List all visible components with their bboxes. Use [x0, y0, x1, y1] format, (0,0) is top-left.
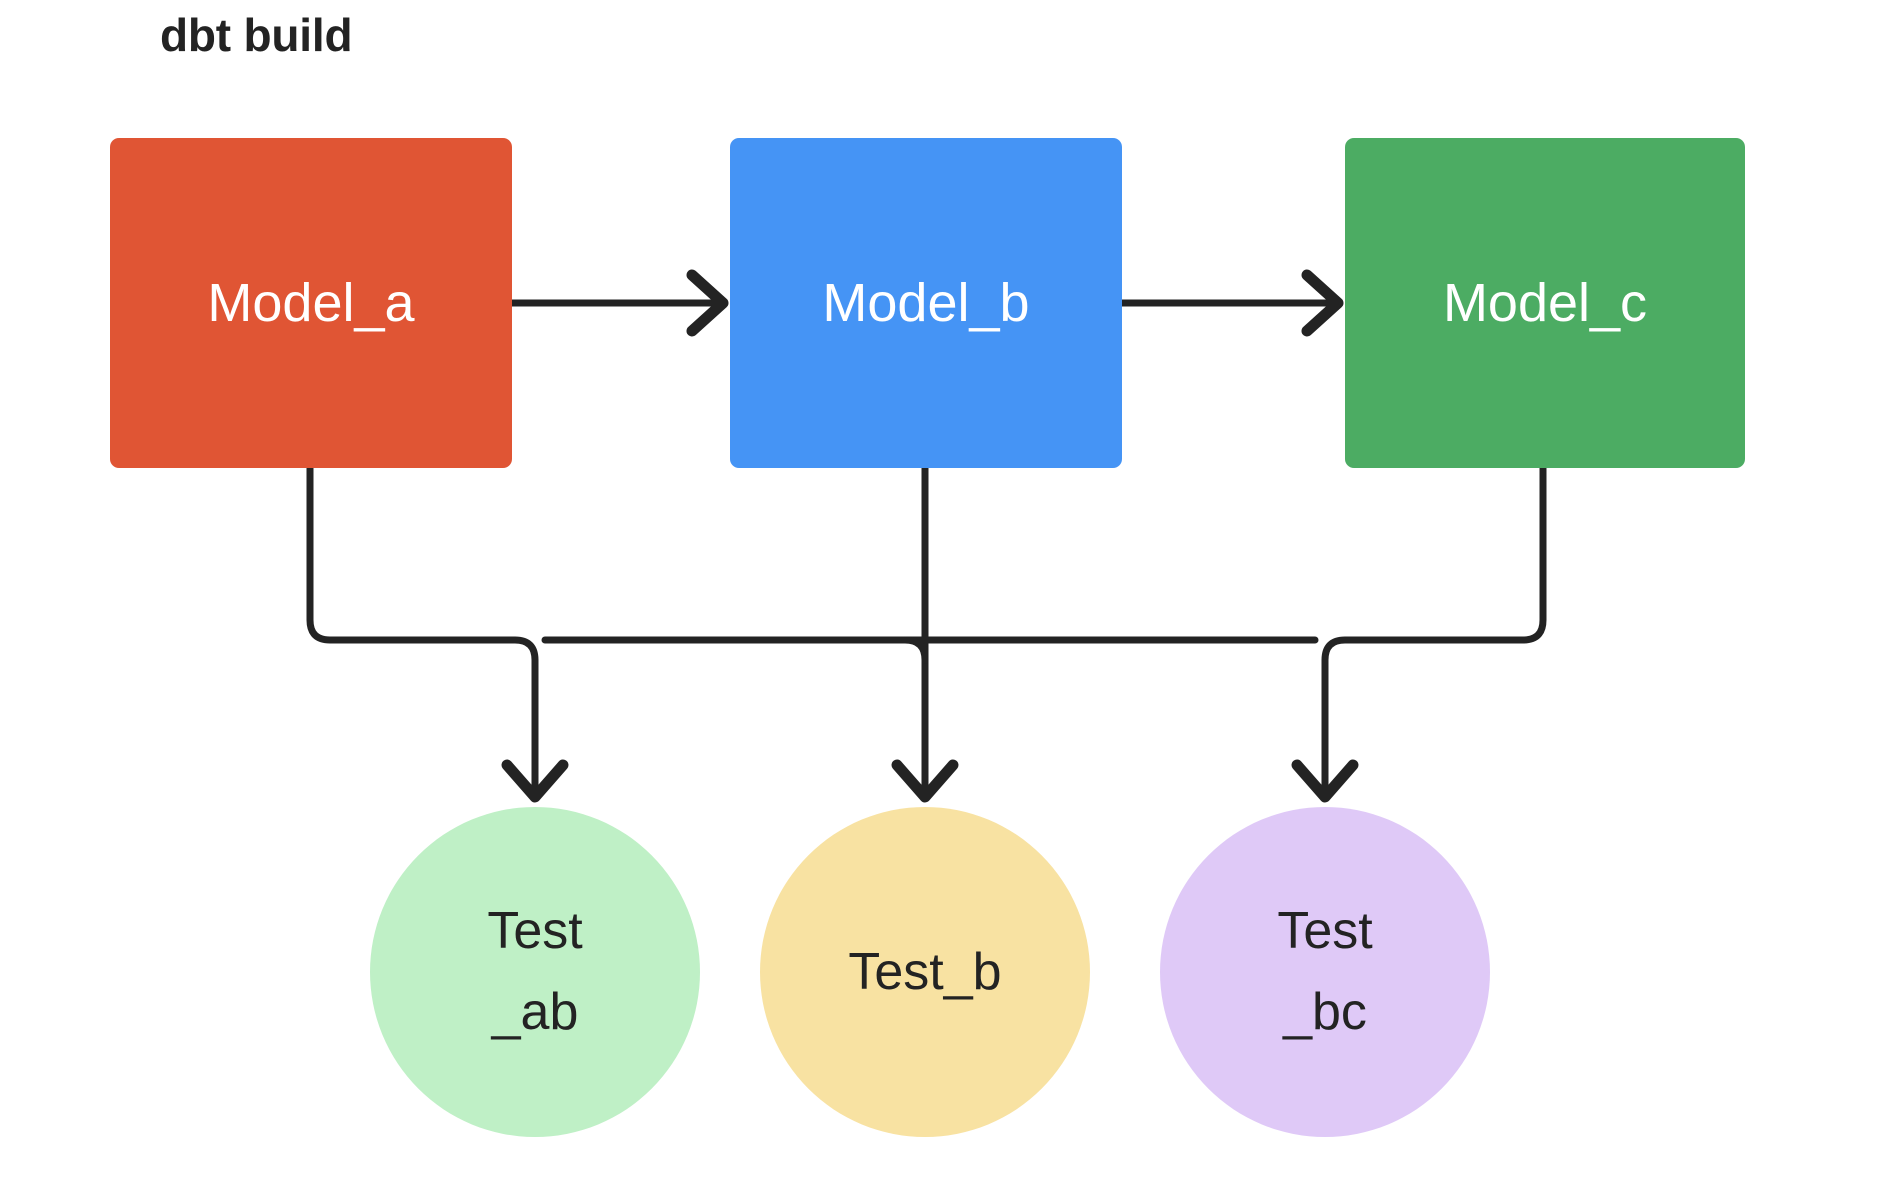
arrowhead-chevron-icon	[1301, 269, 1344, 337]
node-test-bc-label: Test _bc	[1277, 902, 1373, 1041]
node-model-b[interactable]: Model_b	[730, 138, 1122, 468]
node-model-b-label: Model_b	[822, 273, 1030, 333]
edge-line	[901, 636, 929, 664]
arrowhead-chevron-icon	[501, 759, 569, 803]
node-test-ab[interactable]: Test _ab	[370, 807, 700, 1137]
arrowhead-chevron-icon	[891, 759, 959, 803]
edge-line	[306, 464, 539, 794]
page-title: dbt build	[160, 9, 353, 61]
arrowhead-chevron-icon	[686, 269, 729, 337]
node-test-b[interactable]: Test_b	[760, 807, 1090, 1137]
node-model-c-label: Model_c	[1442, 273, 1648, 333]
edge-model-c-to-test-bc	[1291, 464, 1547, 803]
edge-model-a-to-model-b	[502, 269, 729, 337]
node-model-a-label: Model_a	[207, 273, 415, 333]
node-test-b-label: Test_b	[848, 942, 1002, 1001]
node-test-bc[interactable]: Test _bc	[1160, 807, 1490, 1137]
edge-model-b-to-test-b	[891, 464, 959, 803]
arrowhead-chevron-icon	[1291, 759, 1359, 803]
edge-model-b-to-model-c	[1114, 269, 1344, 337]
node-model-c[interactable]: Model_c	[1345, 138, 1745, 468]
node-test-ab-label: Test _ab	[487, 902, 583, 1041]
edge-line	[1321, 464, 1547, 794]
edge-bus-segment	[541, 636, 1319, 664]
node-model-a[interactable]: Model_a	[110, 138, 512, 468]
edge-model-a-to-test-ab	[306, 464, 569, 803]
